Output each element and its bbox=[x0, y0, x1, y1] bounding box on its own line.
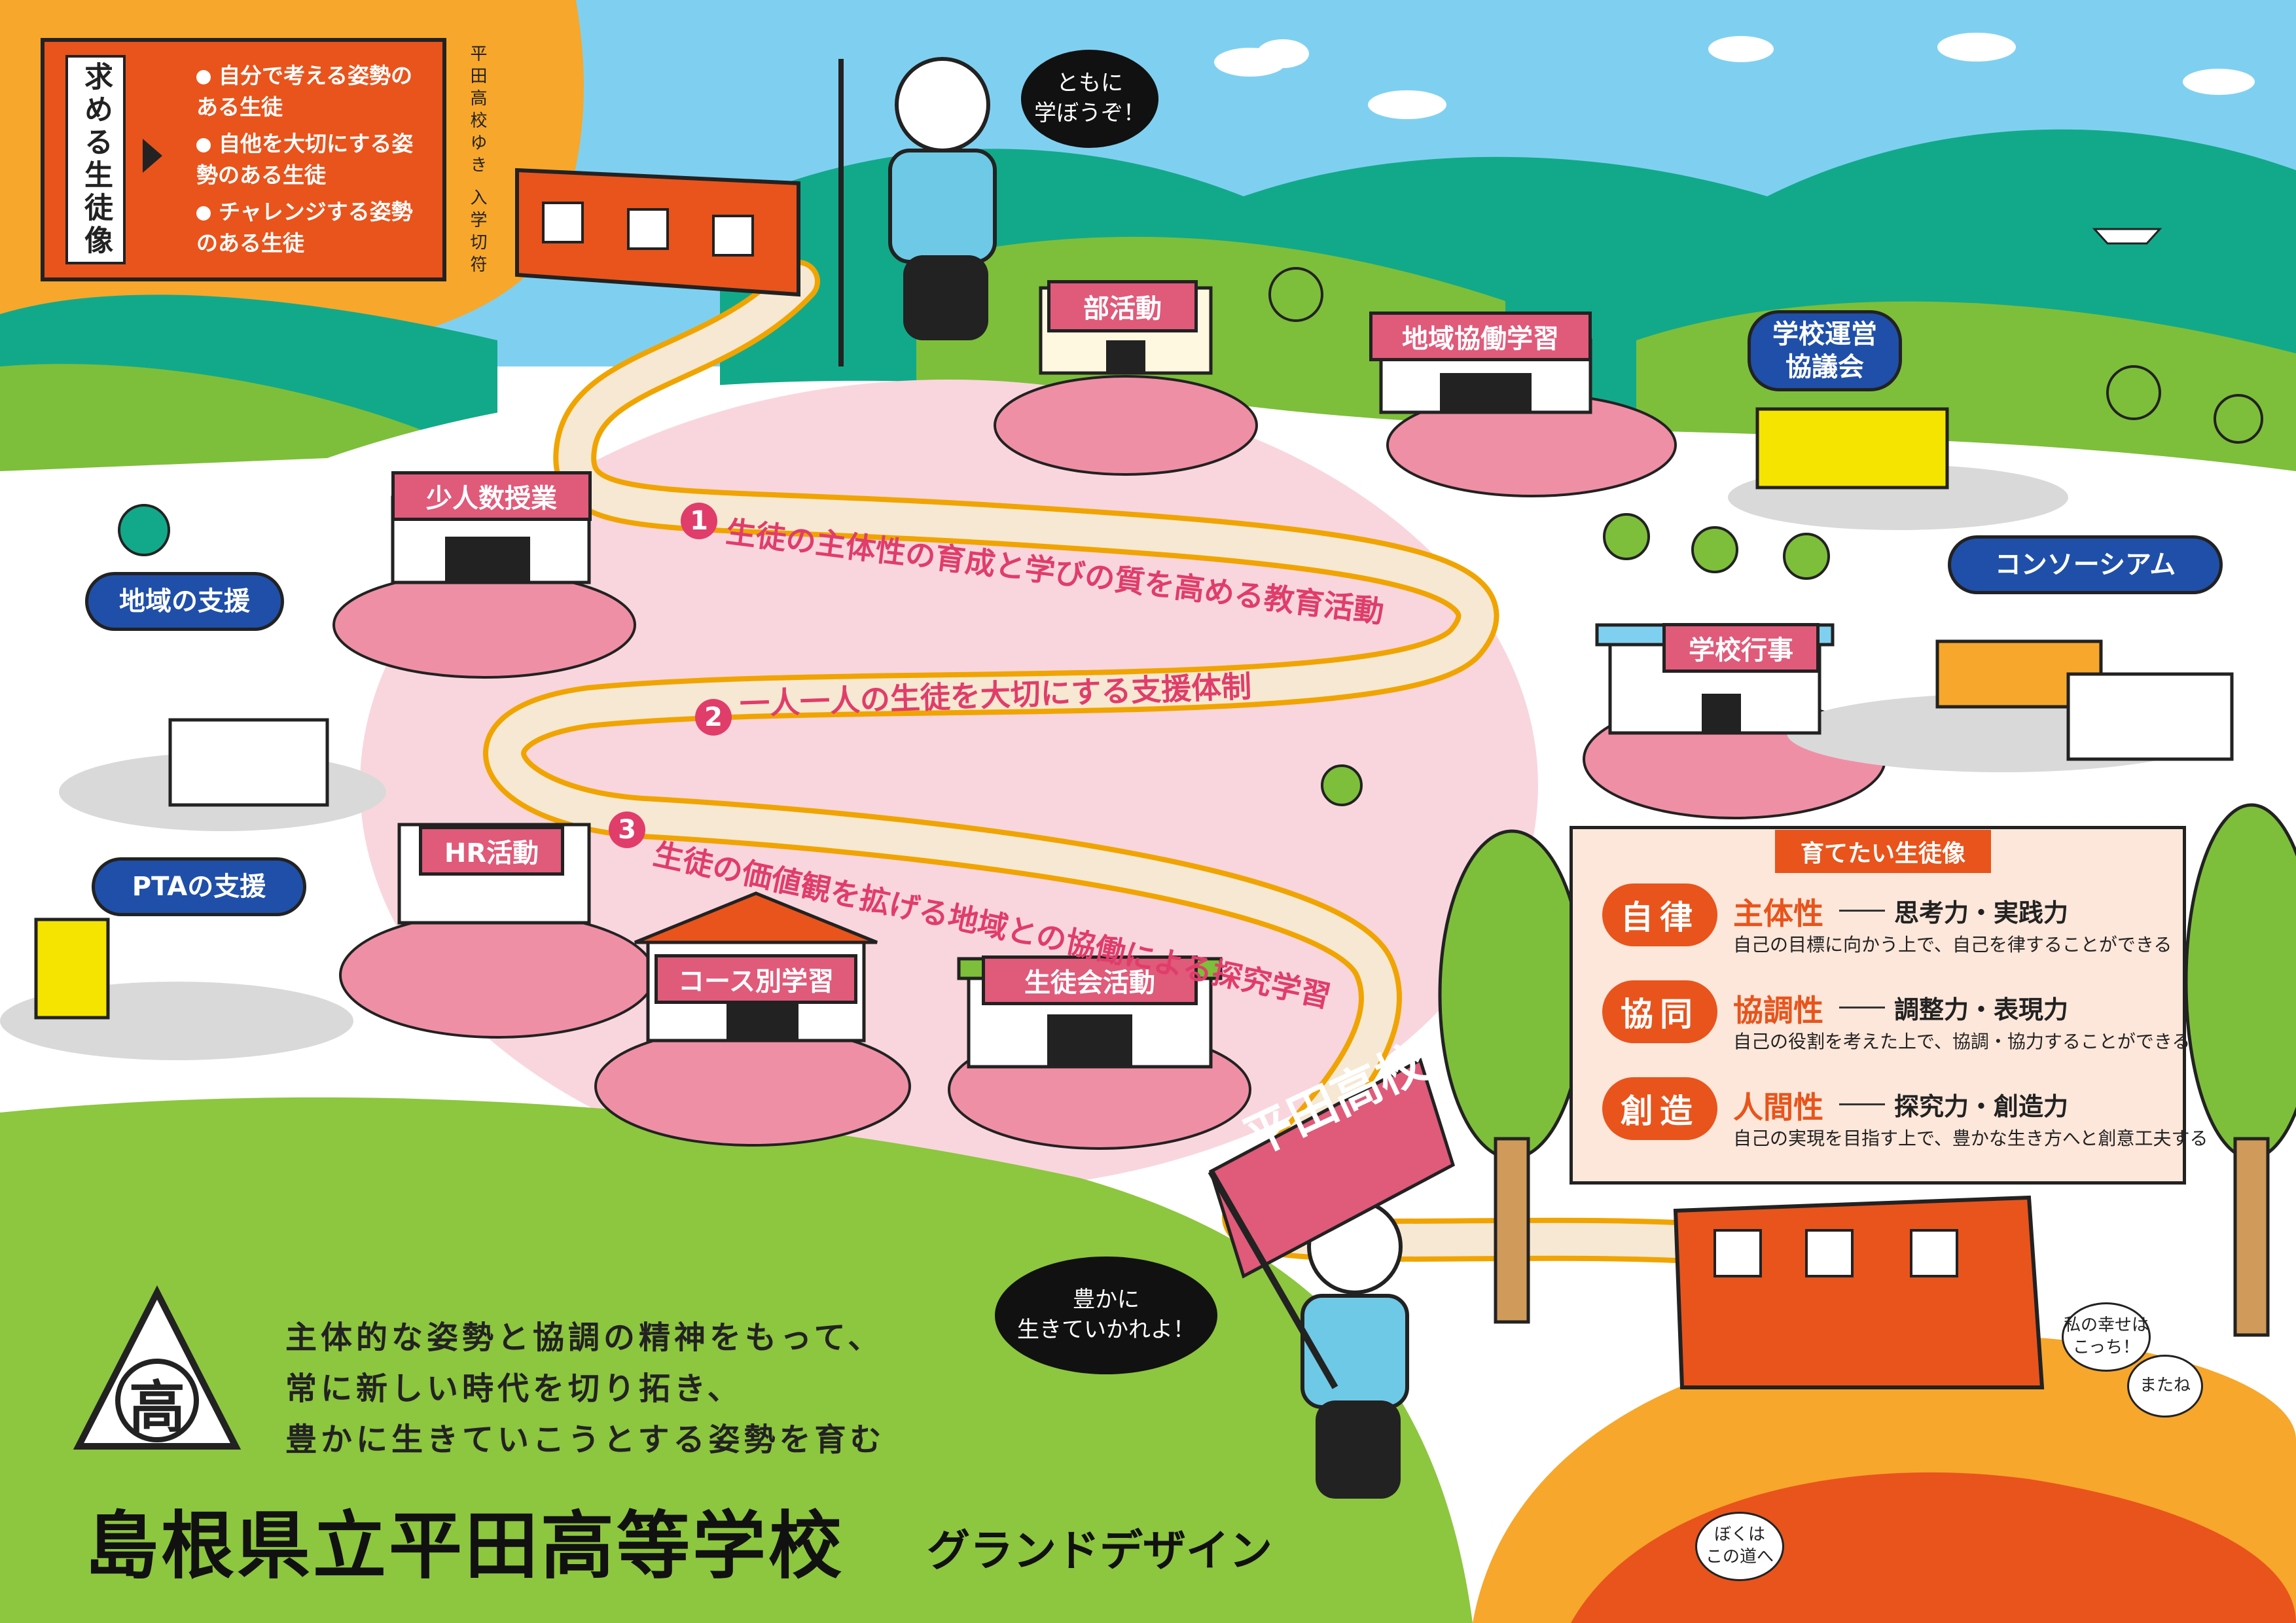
sign-school-events: 学校行事 bbox=[1662, 623, 1820, 673]
trait-skills: 調整力・表現力 bbox=[1894, 995, 2069, 1024]
trait-description: 自己の役割を考えた上で、協調・協力することができる bbox=[1733, 1031, 2191, 1052]
clouds bbox=[1214, 33, 2255, 119]
arrow-right-icon bbox=[143, 139, 162, 173]
trait-divider bbox=[1839, 1103, 1885, 1105]
page-subtitle: グランドデザイン bbox=[927, 1525, 1272, 1576]
path-number-3: 3 bbox=[609, 812, 645, 848]
bullet-icon bbox=[196, 205, 211, 221]
label-pta-support: PTAの支援 bbox=[92, 857, 306, 916]
boat-icon bbox=[2092, 228, 2162, 245]
speech-bubble-boy2: またね bbox=[2127, 1355, 2203, 1418]
sign-student-council: 生徒会活動 bbox=[982, 955, 1198, 1005]
speech-bubble-boy1: ぼくはこの道へ bbox=[1695, 1512, 1784, 1581]
green-field-bottom bbox=[0, 1097, 1473, 1623]
trait-skills: 探究力・創造力 bbox=[1894, 1092, 2069, 1121]
trait-description: 自己の実現を目指す上で、豊かな生き方へと創意工夫する bbox=[1733, 1128, 2208, 1149]
sign-course-learning: コース別学習 bbox=[655, 954, 857, 1004]
label-school-council: 学校運営協議会 bbox=[1748, 310, 1902, 391]
path-number-2: 2 bbox=[695, 699, 732, 736]
motto-line-2: 常に新しい時代を切り拓き、 bbox=[285, 1370, 743, 1407]
school-name: 島根県立平田高等学校 bbox=[85, 1504, 844, 1589]
doors bbox=[445, 340, 1741, 1067]
trait-name: 主体性 bbox=[1733, 896, 1823, 931]
path-number-1: 1 bbox=[681, 503, 717, 539]
trait-list: 自律 主体性 思考力・実践力 自己の目標に向かう上で、自己を律することができる … bbox=[1570, 883, 2208, 1178]
emblem-icon bbox=[73, 1285, 242, 1450]
ideal-student-title: 育てたい生徒像 bbox=[1775, 830, 1991, 873]
required-student-item: 自分で考える姿勢のある生徒 bbox=[196, 63, 413, 120]
motto-line-3: 豊かに生きていこうとする姿勢を育む bbox=[285, 1421, 886, 1458]
required-student-item: 自他を大切にする姿勢のある生徒 bbox=[196, 131, 414, 188]
label-consortium: コンソーシアム bbox=[1948, 535, 2223, 594]
train-windows bbox=[542, 202, 1958, 1277]
trait-divider bbox=[1839, 1007, 1885, 1008]
label-regional-support: 地域の支援 bbox=[85, 572, 284, 631]
trait-skills: 思考力・実践力 bbox=[1894, 899, 2069, 927]
entrance-ticket-text: 平田高校ゆき 入学切符 bbox=[467, 45, 487, 278]
required-student-item: チャレンジする姿勢のある生徒 bbox=[196, 199, 413, 256]
speech-bubble-top: ともに学ぼうぞ！ bbox=[1021, 50, 1158, 148]
motto-line-1: 主体的な姿勢と協調の精神をもって、 bbox=[285, 1319, 884, 1356]
sign-hr-activities: HR活動 bbox=[419, 826, 564, 876]
characters bbox=[838, 57, 1456, 1499]
trait-tag: 自律 bbox=[1602, 883, 1717, 946]
trait-name: 協調性 bbox=[1733, 993, 1823, 1028]
speech-bubble-bottom: 豊かに生きていかれよ！ bbox=[995, 1257, 1217, 1374]
trait-tag: 創造 bbox=[1602, 1077, 1717, 1140]
red-hill-bottomright bbox=[1571, 1472, 2296, 1623]
sign-club-activities: 部活動 bbox=[1047, 280, 1198, 332]
bullet-icon bbox=[196, 69, 211, 84]
bullet-icon bbox=[196, 137, 211, 152]
required-student-title: 求める生徒像 bbox=[65, 55, 126, 264]
trait-divider bbox=[1839, 910, 1885, 912]
trait-tag: 協同 bbox=[1602, 980, 1717, 1043]
sign-small-class: 少人数授業 bbox=[391, 471, 592, 521]
sign-regional-learning: 地域協働学習 bbox=[1369, 312, 1592, 361]
emblem-character: 高 bbox=[129, 1375, 185, 1440]
speech-bubble-girl: 私の幸せはこっち！ bbox=[2062, 1302, 2151, 1372]
trait-name: 人間性 bbox=[1733, 1090, 1823, 1125]
trait-description: 自己の目標に向かう上で、自己を律することができる bbox=[1733, 934, 2172, 955]
